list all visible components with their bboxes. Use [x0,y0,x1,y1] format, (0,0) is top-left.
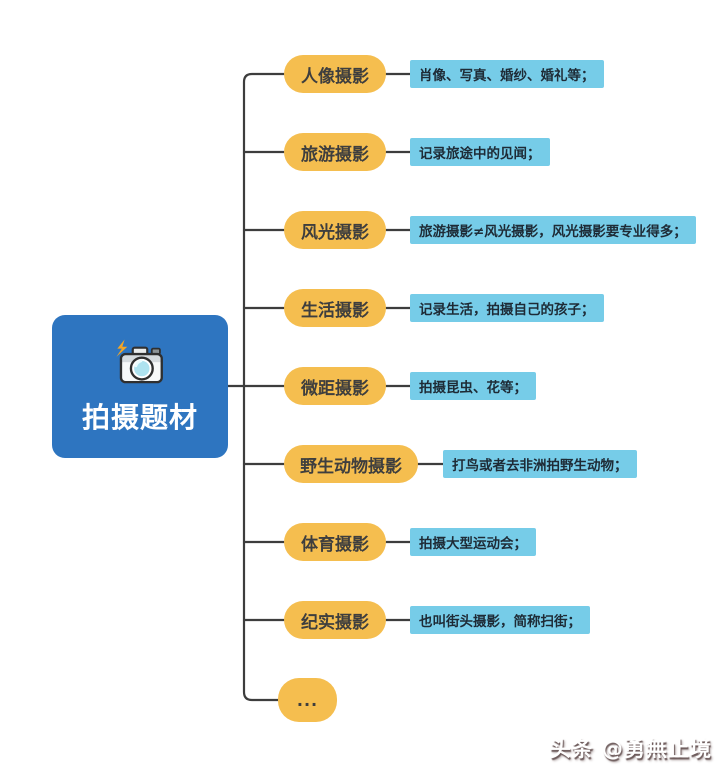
branch-note-node[interactable]: 也叫街头摄影，简称扫街； [410,606,590,634]
branch-note-node[interactable]: 肖像、写真、婚纱、婚礼等； [410,60,604,88]
root-title: 拍摄题材 [81,400,198,434]
branch-topic-node[interactable]: 野生动物摄影 [284,445,418,483]
flash-bolt-icon [116,339,128,357]
branch-topic-node[interactable]: 人像摄影 [284,55,386,93]
branch-note-node[interactable]: 旅游摄影≠风光摄影，风光摄影要专业得多； [410,216,696,244]
branch-topic-node[interactable]: 微距摄影 [284,367,386,405]
branch-topic-node[interactable]: 体育摄影 [284,523,386,561]
camera-with-flash-icon [111,338,169,390]
watermark-text: 头条 @勇無止境 [549,737,712,761]
branch-topic-node[interactable]: 生活摄影 [284,289,386,327]
branch-topic-node-ellipsis[interactable]: ... [278,678,337,722]
branch-note-node[interactable]: 记录生活，拍摄自己的孩子； [410,294,604,322]
branch-note-node[interactable]: 打鸟或者去非洲拍野生动物； [443,450,637,478]
branch-topic-node[interactable]: 纪实摄影 [284,601,386,639]
root-node[interactable]: 拍摄题材 [52,315,228,458]
branch-topic-node[interactable]: 旅游摄影 [284,133,386,171]
branch-note-node[interactable]: 拍摄昆虫、花等； [410,372,536,400]
branch-topic-node[interactable]: 风光摄影 [284,211,386,249]
branch-note-node[interactable]: 拍摄大型运动会； [410,528,536,556]
branch-note-node[interactable]: 记录旅途中的见闻； [410,138,550,166]
